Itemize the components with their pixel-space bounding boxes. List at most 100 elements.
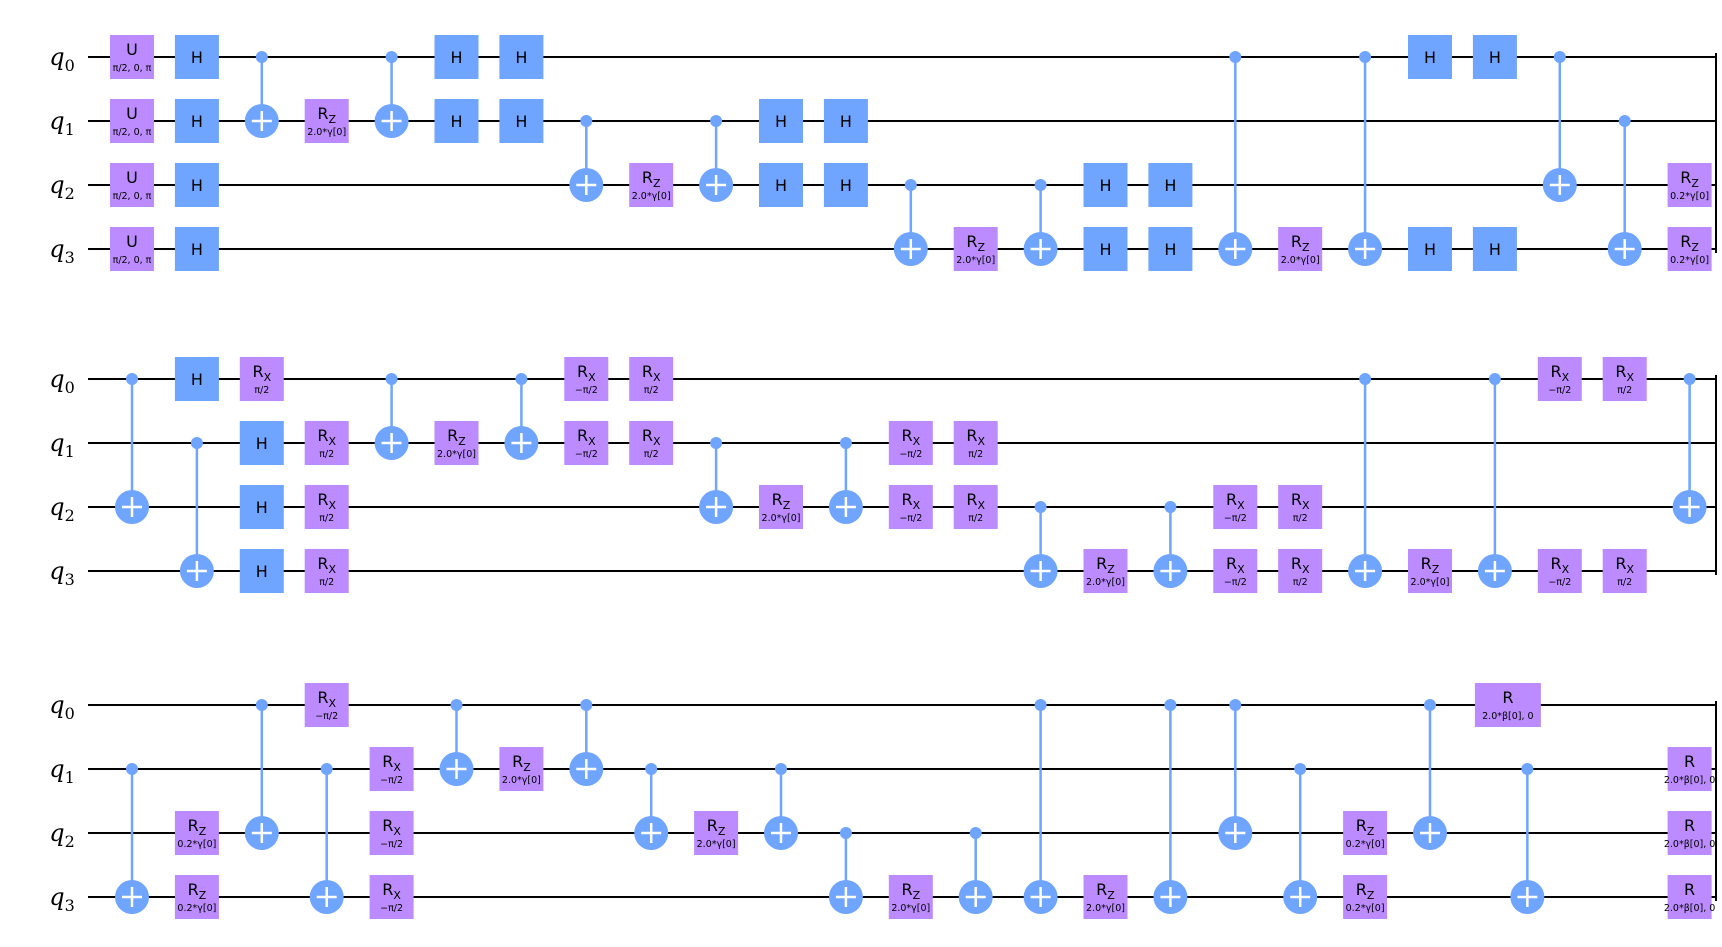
u-gate: Uπ/2, 0, π (110, 99, 154, 143)
gate-name: H (256, 434, 268, 453)
gate-name: RZ (901, 880, 920, 902)
gate-name: RX (901, 426, 920, 448)
gate-param: 0.2*γ[0] (177, 903, 216, 914)
gate-name: RZ (772, 490, 791, 512)
qubit-label-1: q1 (49, 429, 75, 461)
gate-box (1213, 485, 1258, 529)
h-gate: H (1083, 227, 1128, 271)
control-dot (1034, 699, 1047, 711)
gate-name: RX (382, 880, 401, 902)
gate-box (629, 421, 674, 465)
rx-gate: RX−π/2 (369, 747, 414, 791)
gate-name: RX (1550, 362, 1569, 384)
gate-param: π/2 (968, 449, 983, 460)
h-gate: H (1408, 227, 1452, 271)
gate-box (1343, 875, 1388, 919)
u-gate: Uπ/2, 0, π (110, 163, 154, 207)
gate-name: RX (317, 688, 336, 710)
gate-param: π/2, 0, π (113, 255, 152, 266)
gate-name: H (515, 112, 527, 131)
control-dot (1229, 51, 1242, 63)
gate-name: RZ (1680, 168, 1699, 190)
gate-name: R (1684, 816, 1695, 835)
rx-gate: RX−π/2 (304, 683, 349, 727)
cnot-gate (1607, 115, 1642, 266)
gate-name: RZ (1356, 880, 1375, 902)
rx-gate: RX−π/2 (564, 421, 609, 465)
cnot-gate (1023, 699, 1058, 914)
h-gate: H (174, 227, 219, 271)
gate-param: 0.2*γ[0] (1670, 255, 1709, 266)
rz-gate: RZ0.2*γ[0] (1343, 875, 1388, 919)
gate-box (1472, 35, 1517, 79)
h-gate: H (1148, 227, 1193, 271)
rx-gate: RXπ/2 (239, 357, 284, 401)
gate-box (174, 811, 219, 855)
gate-name: RZ (707, 816, 726, 838)
rz-gate: RZ2.0*γ[0] (304, 99, 349, 143)
control-dot (255, 699, 268, 711)
cnot-gate (1218, 699, 1253, 850)
control-dot (385, 51, 398, 63)
cnot-gate (1153, 699, 1188, 914)
rz-gate: RZ2.0*γ[0] (759, 485, 803, 529)
control-dot (839, 437, 852, 449)
gate-name: RZ (1356, 816, 1375, 838)
gate-box (369, 747, 414, 791)
gate-box (629, 163, 674, 207)
gate-name: RZ (1096, 554, 1115, 576)
control-dot (904, 179, 917, 191)
gate-param: 2.0*γ[0] (891, 903, 930, 914)
rz-gate: RZ0.2*γ[0] (1667, 163, 1712, 207)
gate-name: RX (642, 426, 661, 448)
gate-box (174, 35, 219, 79)
gate-param: π/2 (1293, 577, 1308, 588)
gate-box (369, 875, 414, 919)
gate-name: RX (1291, 554, 1310, 576)
gate-param: π/2, 0, π (113, 127, 152, 138)
rx-gate: RX−π/2 (888, 421, 933, 465)
gate-name: H (775, 112, 787, 131)
cnot-gate (1023, 179, 1058, 266)
gate-param: 2.0*γ[0] (502, 775, 541, 786)
h-gate: H (434, 99, 479, 143)
qubit-label-1: q1 (49, 107, 75, 139)
gate-box (953, 227, 998, 271)
cnot-gate (1672, 373, 1707, 524)
gate-param: π/2 (319, 577, 334, 588)
cnot-gate (374, 373, 409, 460)
u-gate: Uπ/2, 0, π (110, 35, 154, 79)
gate-box (1083, 163, 1128, 207)
gate-param: π/2 (319, 513, 334, 524)
gate-box (174, 875, 219, 919)
gate-name: H (191, 176, 203, 195)
control-dot (190, 437, 203, 449)
h-gate: H (759, 163, 803, 207)
gate-param: π/2, 0, π (113, 63, 152, 74)
gate-name: U (126, 232, 138, 251)
control-dot (1164, 501, 1177, 513)
gate-name: H (840, 176, 852, 195)
h-gate: H (174, 357, 219, 401)
control-dot (1359, 51, 1372, 63)
gate-name: H (1164, 240, 1176, 259)
gate-param: 0.2*γ[0] (1346, 903, 1385, 914)
control-dot (1521, 763, 1534, 775)
gate-param: 2.0*γ[0] (1281, 255, 1320, 266)
h-gate: H (499, 99, 544, 143)
gate-box (1602, 549, 1647, 593)
gate-name: RX (1291, 490, 1310, 512)
rz-gate: RZ2.0*γ[0] (629, 163, 674, 207)
gate-name: H (1424, 48, 1436, 67)
rz-gate: RZ0.2*γ[0] (174, 875, 219, 919)
gate-param: 2.0*β[0], 0 (1664, 903, 1715, 914)
rx-gate: RXπ/2 (304, 421, 349, 465)
gate-name: RZ (317, 104, 336, 126)
rx-gate: RX−π/2 (1213, 549, 1258, 593)
gate-name: RZ (188, 880, 207, 902)
gate-box (953, 485, 998, 529)
qubit-label-0: q0 (49, 691, 75, 723)
gate-box (629, 357, 674, 401)
gate-param: 2.0*γ[0] (1086, 903, 1125, 914)
